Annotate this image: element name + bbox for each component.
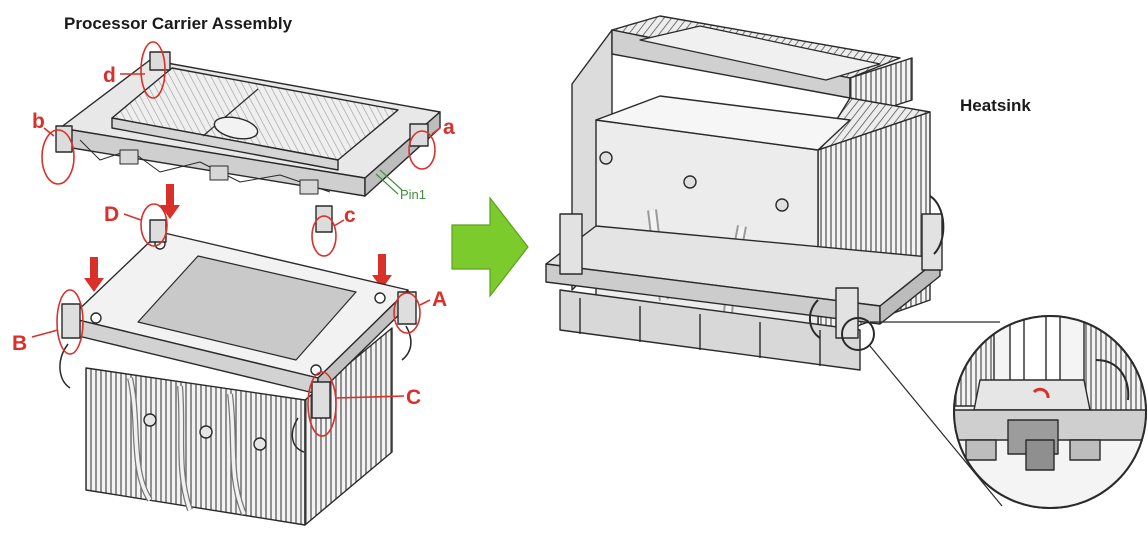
- processor-carrier: [55, 51, 441, 233]
- arrow-down-icon: [160, 184, 180, 219]
- marker-c-circle: [311, 215, 337, 257]
- label-a: a: [443, 116, 455, 139]
- heatsink-title: Heatsink: [960, 96, 1031, 115]
- marker-B-circle: [56, 289, 84, 355]
- label-C: C: [406, 386, 421, 409]
- arrow-right-icon: [451, 196, 529, 298]
- marker-D-circle: [140, 203, 168, 247]
- marker-a-circle: [408, 130, 436, 170]
- arrow-down-icon: [372, 254, 392, 289]
- label-c: c: [344, 204, 356, 227]
- heatsink-markers: [31, 203, 431, 437]
- label-b: b: [32, 110, 45, 133]
- marker-b-circle: [41, 129, 75, 185]
- label-D: D: [104, 203, 119, 226]
- marker-d-circle: [140, 41, 166, 99]
- arrow-down-icon: [84, 257, 104, 292]
- marker-C-circle: [307, 371, 337, 437]
- heatsink-inverted: [59, 219, 417, 526]
- zoom-callout: [869, 315, 1147, 509]
- label-d: d: [103, 64, 116, 87]
- label-B: B: [12, 332, 27, 355]
- carrier-assembly-title: Processor Carrier Assembly: [64, 14, 293, 33]
- carrier-markers: [41, 41, 441, 257]
- heatsink-assembled: [545, 15, 945, 371]
- label-A: A: [432, 288, 447, 311]
- pin1-label: Pin1: [400, 187, 426, 202]
- marker-A-circle: [393, 292, 421, 334]
